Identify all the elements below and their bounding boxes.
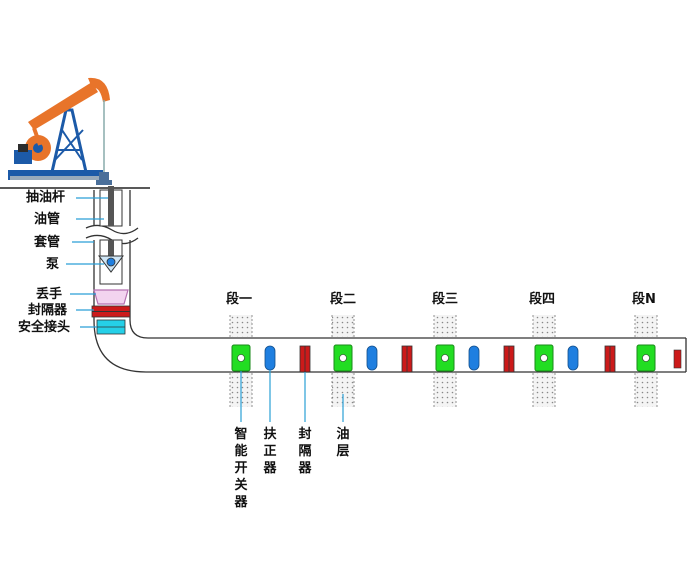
bottom-leader-lines — [240, 370, 344, 422]
label-centralizer: 扶正器 — [263, 427, 277, 476]
centralizer-icon — [264, 345, 579, 371]
segment-label-n: 段N — [632, 292, 656, 307]
segment-label-2: 段二 — [330, 292, 357, 307]
segment-label-4: 段四 — [529, 292, 556, 307]
smart-switch-icon — [534, 344, 554, 372]
label-pump: 泵 — [46, 257, 60, 272]
label-casing: 套管 — [34, 235, 61, 250]
label-tubing: 油管 — [34, 212, 61, 227]
label-anchor: 丢手 — [36, 287, 63, 302]
label-safety-joint: 安全接头 — [18, 320, 71, 335]
vertical-packer-icon — [91, 305, 131, 318]
smart-switch-icon — [333, 344, 353, 372]
smart-switch-icon — [231, 344, 251, 372]
tubing — [99, 186, 123, 285]
label-packer-bottom: 封隔器 — [298, 427, 312, 476]
segment-label-1: 段一 — [226, 292, 253, 307]
label-oil-layer: 油层 — [336, 427, 350, 459]
left-leader-lines — [66, 197, 108, 328]
pumpjack-icon — [8, 77, 112, 185]
label-sucker-rod: 抽油杆 — [26, 190, 66, 205]
label-smart-switch: 智能开关器 — [234, 427, 248, 510]
safety-joint-icon — [96, 319, 126, 335]
smart-switch-icon — [435, 344, 455, 372]
smart-switch-icon — [636, 344, 656, 372]
packer-icon — [299, 345, 682, 373]
pump-icon — [98, 255, 124, 273]
label-packer-left: 封隔器 — [28, 303, 68, 318]
casing — [93, 190, 687, 373]
oil-layers — [230, 315, 657, 407]
segment-label-3: 段三 — [432, 292, 459, 307]
anchor-icon — [93, 289, 129, 305]
